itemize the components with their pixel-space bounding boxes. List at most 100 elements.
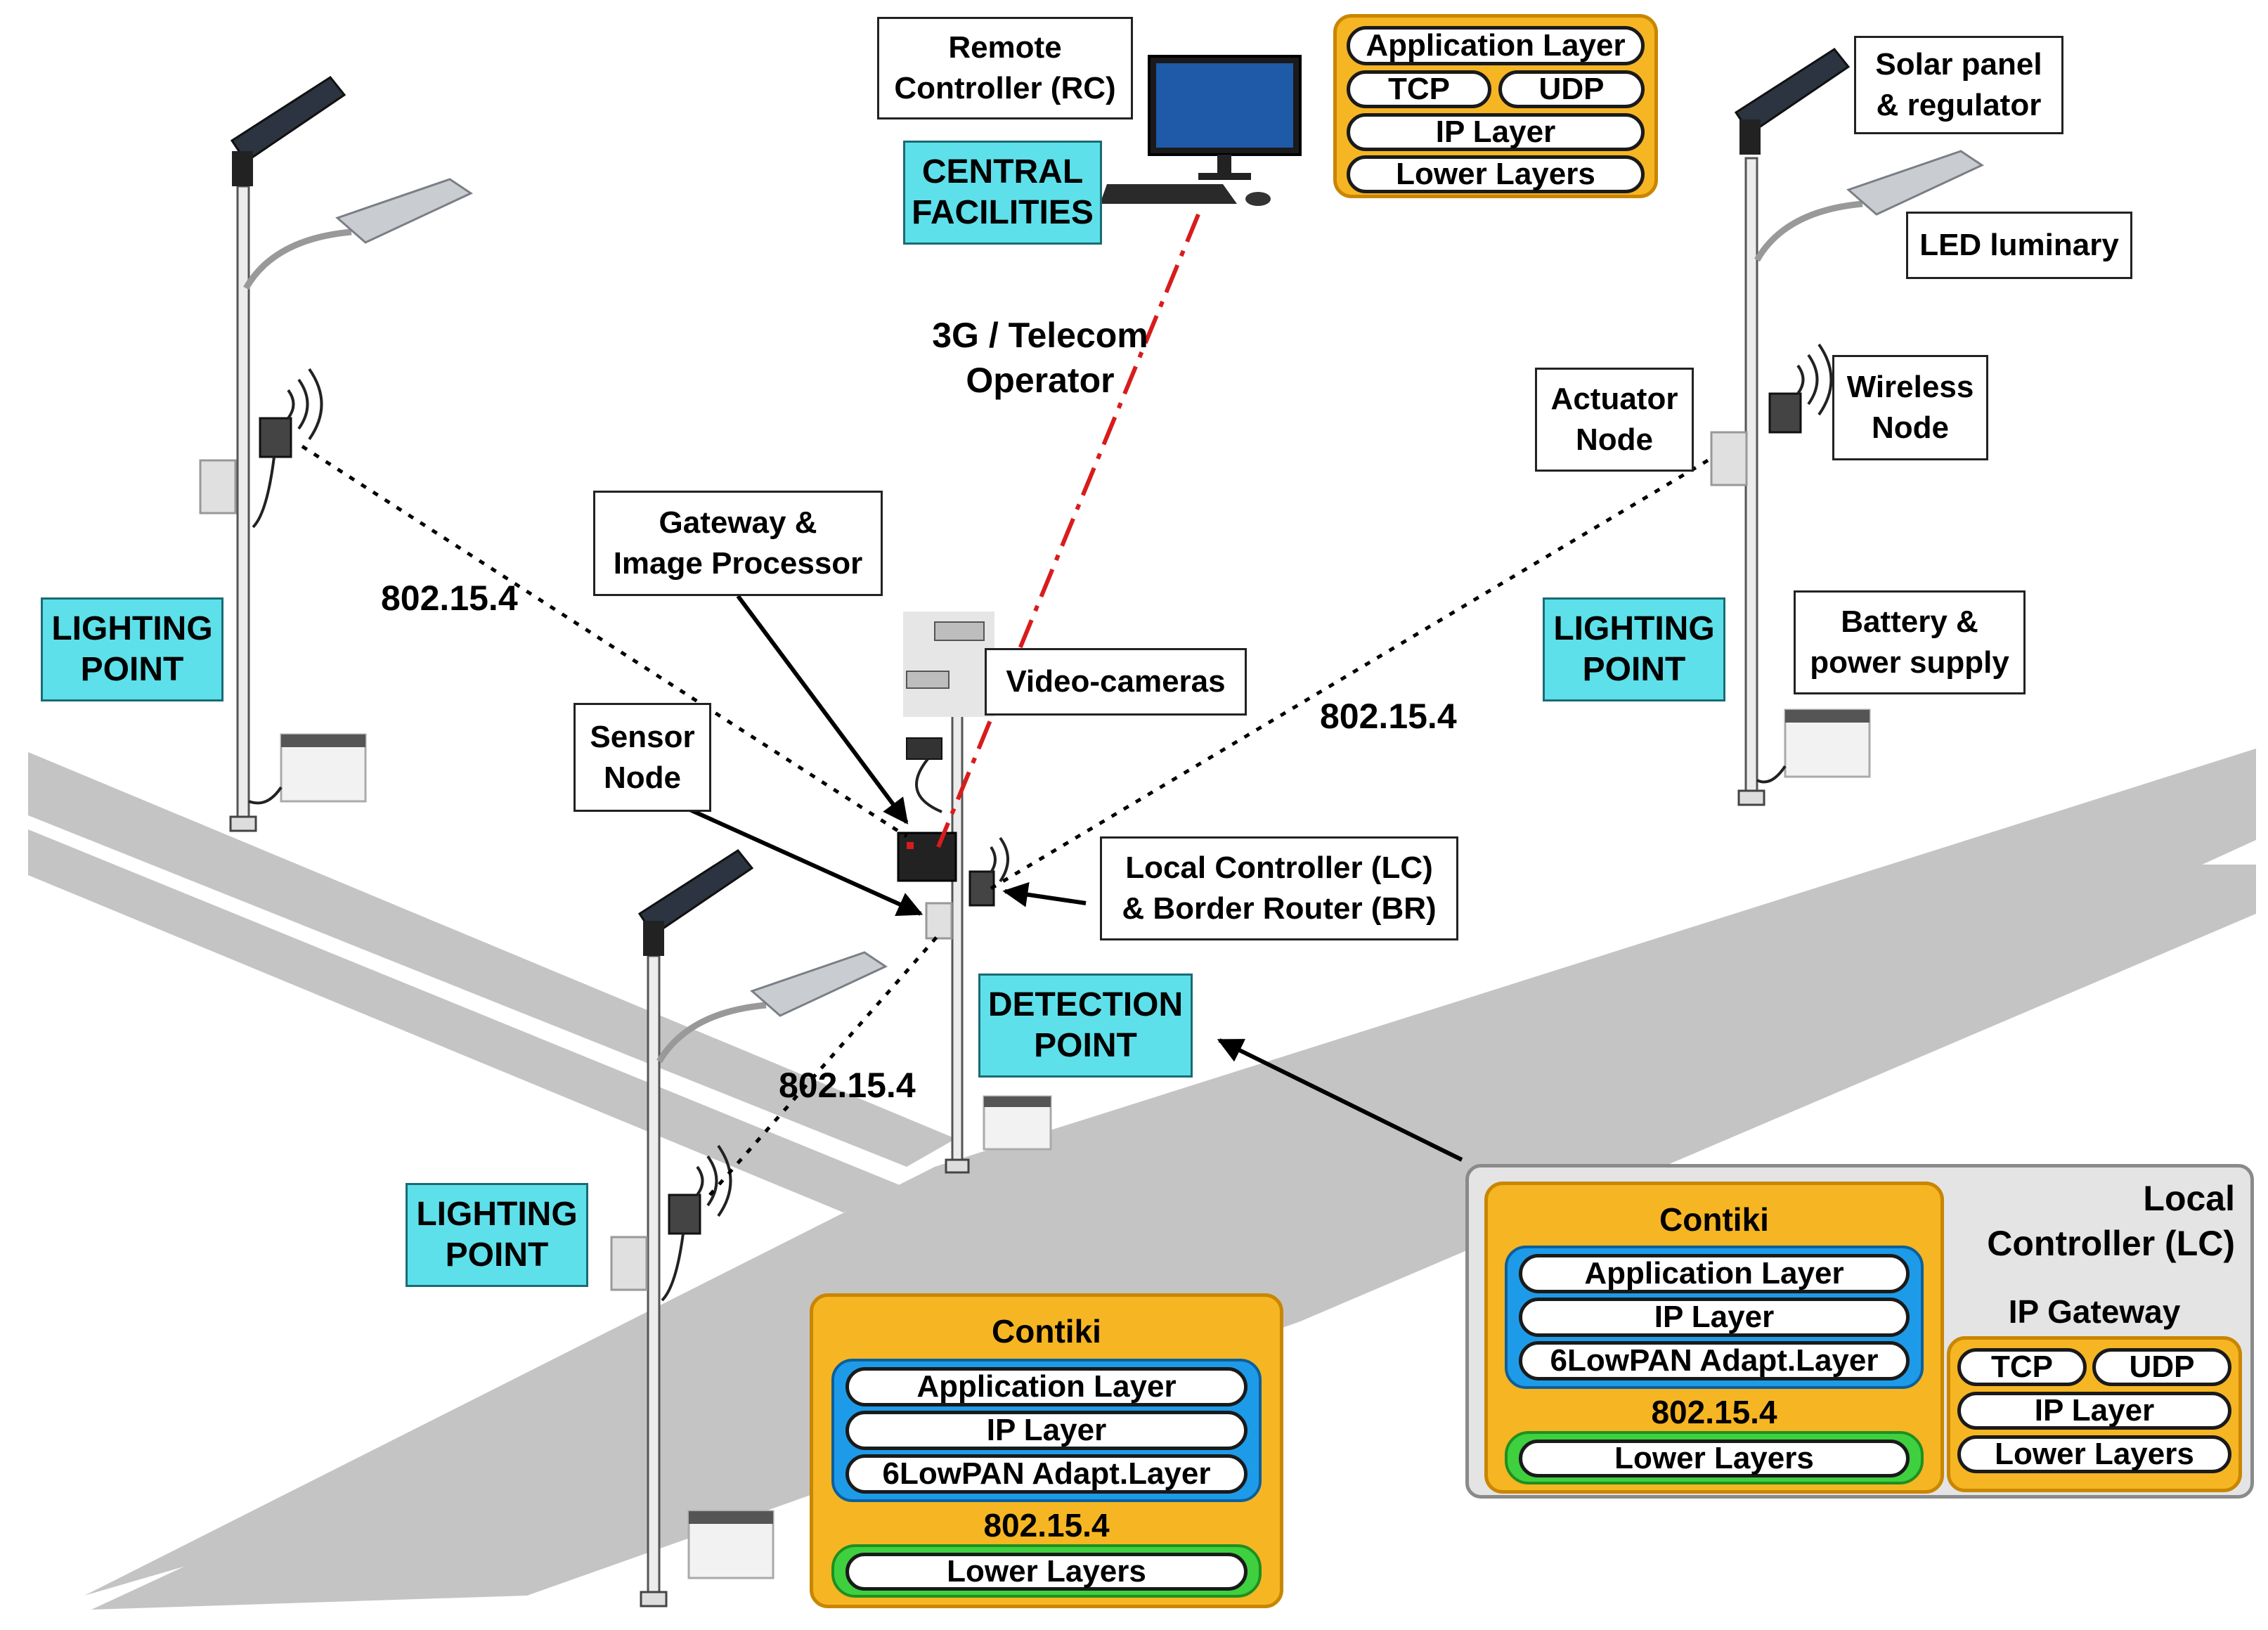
node-stack-application: Application Layer — [845, 1367, 1248, 1406]
lc-gateway-ip: IP Layer — [1957, 1392, 2231, 1430]
sensor-node-icon — [925, 902, 953, 940]
stack-tcp: TCP — [1347, 70, 1491, 108]
battery-top-icon — [1785, 710, 1870, 723]
lc-stack-title: Local Controller (LC) — [1987, 1179, 2235, 1263]
sensor-node-label: Sensor Node — [574, 703, 711, 812]
sensor-arrow — [670, 799, 924, 917]
battery-cable-icon — [1756, 765, 1787, 784]
lc-gateway-stack: TCP UDP IP Layer Lower Layers — [1947, 1336, 2242, 1492]
wireless-node-label: Wireless Node — [1832, 355, 1988, 460]
node-stack-lower: Lower Layers — [845, 1553, 1248, 1591]
battery-label: Battery & power supply — [1794, 590, 2026, 694]
pole-base — [640, 1591, 668, 1608]
video-cameras-label: Video-cameras — [985, 648, 1247, 716]
lc-gateway-title: IP Gateway — [2008, 1293, 2181, 1330]
local-controller-label: Local Controller (LC) & Border Router (B… — [1100, 836, 1458, 940]
led-luminary-label: LED luminary — [1906, 212, 2132, 279]
node-stack-mac: 802.15.4 — [983, 1507, 1110, 1544]
actuator-box-icon — [1710, 431, 1748, 486]
stack-ip-layer: IP Layer — [1347, 113, 1645, 151]
cable-icon — [252, 456, 276, 529]
lamp-arm-icon — [243, 228, 352, 290]
screen-icon — [1156, 63, 1293, 148]
solar-panel-icon — [230, 76, 346, 164]
stack-udp: UDP — [1498, 70, 1645, 108]
node-contiki-stack: Contiki Application Layer IP Layer 6LowP… — [810, 1293, 1283, 1608]
node-stack-ip-group: Application Layer IP Layer 6LowPAN Adapt… — [831, 1359, 1262, 1502]
lighting-pole-bottom — [610, 849, 888, 1608]
local-controller-arrow — [1002, 881, 1087, 907]
pole-base — [945, 1158, 970, 1174]
video-camera-icon — [906, 671, 950, 689]
node-stack-lower-group: Lower Layers — [831, 1544, 1262, 1598]
solar-bracket-icon — [1739, 119, 1761, 155]
lc-contiki-ip-group: Application Layer IP Layer 6LowPAN Adapt… — [1505, 1246, 1924, 1389]
local-controller-icon — [968, 870, 995, 907]
road-diagonal-lower — [91, 865, 2256, 1610]
lc-contiki-mac: 802.15.4 — [1651, 1394, 1777, 1430]
video-camera-icon — [934, 621, 985, 641]
pole-base — [229, 815, 257, 832]
wireless-node-icon — [668, 1194, 701, 1235]
stack-lower-layers: Lower Layers — [1347, 155, 1645, 193]
monitor-stand-icon — [1217, 155, 1231, 176]
signal-waves-icon — [287, 368, 323, 441]
gateway-device-icon — [897, 832, 957, 882]
lc-contiki-6lowpan: 6LowPAN Adapt.Layer — [1519, 1341, 1910, 1380]
telecom-link-line — [936, 213, 1200, 848]
battery-top-icon — [281, 735, 365, 747]
link-left-label: 802.15.4 — [381, 578, 518, 618]
lc-contiki-lower: Lower Layers — [1519, 1440, 1910, 1477]
led-luminary-icon — [750, 951, 888, 1017]
lamp-arm-icon — [1754, 200, 1863, 262]
link-bottom-label: 802.15.4 — [779, 1066, 916, 1105]
central-protocol-stack: Application Layer TCP UDP IP Layer Lower… — [1333, 14, 1658, 198]
signal-waves-icon — [990, 836, 1009, 883]
road-left-lower — [28, 829, 907, 1212]
lc-contiki-lower-group: Lower Layers — [1505, 1431, 1924, 1485]
lighting-point-left: LIGHTING POINT — [41, 597, 223, 701]
detection-pole — [897, 612, 1052, 1174]
solar-bracket-icon — [232, 151, 253, 186]
battery-top-icon — [984, 1097, 1051, 1107]
keyboard-icon — [1100, 184, 1237, 204]
lighting-point-bottom: LIGHTING POINT — [406, 1183, 588, 1287]
lamp-arm-icon — [656, 1002, 767, 1063]
lc-contiki-stack: Contiki Application Layer IP Layer 6LowP… — [1484, 1182, 1944, 1494]
pole-base — [1737, 789, 1765, 806]
road-left-upper — [28, 752, 956, 1167]
lighting-point-right: LIGHTING POINT — [1543, 597, 1725, 701]
lighting-pole-left — [199, 76, 474, 832]
telecom-operator-label: 3G / Telecom Operator — [932, 316, 1148, 400]
node-stack-6lowpan: 6LowPAN Adapt.Layer — [845, 1454, 1248, 1494]
desktop-computer-icon — [1100, 55, 1302, 206]
wireless-node-icon — [1768, 392, 1802, 434]
actuator-box-icon — [199, 459, 237, 515]
cable-icon — [661, 1233, 685, 1302]
node-stack-title: Contiki — [992, 1313, 1101, 1350]
gateway-arrow — [736, 595, 909, 824]
lc-contiki-title: Contiki — [1659, 1201, 1769, 1238]
solar-panel-label: Solar panel & regulator — [1854, 36, 2063, 134]
remote-controller-label: Remote Controller (RC) — [877, 17, 1133, 119]
lc-gateway-tcp: TCP — [1957, 1348, 2087, 1386]
road-network — [28, 749, 2256, 1610]
lc-gateway-lower: Lower Layers — [1957, 1435, 2231, 1473]
signal-waves-icon — [696, 1144, 732, 1217]
lc-stack-panel: Local Controller (LC) Contiki Applicatio… — [1465, 1164, 2254, 1499]
signal-waves-icon — [1796, 343, 1833, 416]
video-camera-icon — [906, 737, 942, 760]
lc-gateway-udp: UDP — [2092, 1348, 2231, 1386]
lc-contiki-ip: IP Layer — [1519, 1298, 1910, 1337]
pole-shaft — [647, 955, 661, 1597]
solar-bracket-icon — [643, 921, 664, 956]
link-right-label: 802.15.4 — [1320, 697, 1457, 736]
actuator-box-icon — [610, 1236, 648, 1291]
wireless-node-icon — [259, 417, 292, 458]
detection-point-label: DETECTION POINT — [978, 974, 1193, 1078]
actuator-node-label: Actuator Node — [1535, 368, 1694, 472]
battery-top-icon — [689, 1511, 773, 1524]
mouse-icon — [1245, 192, 1271, 206]
led-luminary-icon — [1846, 150, 1985, 216]
